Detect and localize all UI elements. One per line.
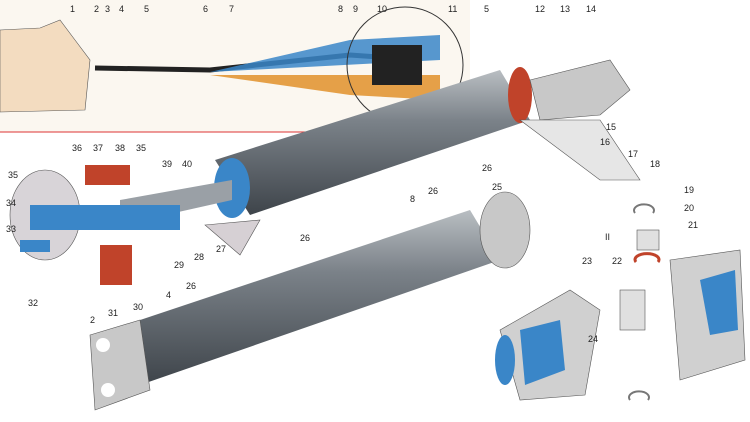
callout-label: II bbox=[605, 232, 610, 242]
callout-label: 4 bbox=[166, 290, 171, 300]
callout-label: 25 bbox=[492, 182, 502, 192]
callout-label: 14 bbox=[586, 4, 596, 14]
callout-label: 5 bbox=[484, 4, 489, 14]
callout-label: 7 bbox=[229, 4, 234, 14]
callout-label: 12 bbox=[535, 4, 545, 14]
front-coupling bbox=[9, 165, 180, 285]
callout-label: 26 bbox=[482, 163, 492, 173]
joint-detail bbox=[372, 45, 422, 85]
callout-label: 15 bbox=[606, 122, 616, 132]
callout-label: 21 bbox=[688, 220, 698, 230]
callout-label: 26 bbox=[428, 186, 438, 196]
callout-label: 32 bbox=[28, 298, 38, 308]
callout-label: 28 bbox=[194, 252, 204, 262]
callout-label: 35 bbox=[136, 143, 146, 153]
callout-label: 5 bbox=[144, 4, 149, 14]
car-body-outline bbox=[0, 19, 91, 113]
callout-label: 35 bbox=[8, 170, 18, 180]
callout-label: 8 bbox=[338, 4, 343, 14]
rear-shaft bbox=[89, 191, 531, 411]
callout-label: 4 bbox=[119, 4, 124, 14]
callout-label: 9 bbox=[353, 4, 358, 14]
callout-label: 20 bbox=[684, 203, 694, 213]
callout-label: 24 bbox=[588, 334, 598, 344]
callout-label: 33 bbox=[6, 224, 16, 234]
callout-label: 26 bbox=[300, 233, 310, 243]
callout-label: 40 bbox=[182, 159, 192, 169]
callout-label: 34 bbox=[6, 198, 16, 208]
callout-label: 27 bbox=[216, 244, 226, 254]
callout-label: 17 bbox=[628, 149, 638, 159]
callout-label: 13 bbox=[560, 4, 570, 14]
callout-label: 2 bbox=[90, 315, 95, 325]
inset-overview bbox=[0, 0, 470, 133]
callout-label: 1 bbox=[70, 4, 75, 14]
callout-label: 18 bbox=[650, 159, 660, 169]
callout-label: 31 bbox=[108, 308, 118, 318]
callout-label: 26 bbox=[186, 281, 196, 291]
callout-label: 2 bbox=[94, 4, 99, 14]
callout-label: 22 bbox=[612, 256, 622, 266]
callout-label: 30 bbox=[133, 302, 143, 312]
callout-label: 23 bbox=[582, 256, 592, 266]
callout-label: 19 bbox=[684, 185, 694, 195]
callout-label: 29 bbox=[174, 260, 184, 270]
callout-label: 11 bbox=[448, 4, 457, 14]
callout-label: 3 bbox=[105, 4, 110, 14]
callout-label: 38 bbox=[115, 143, 125, 153]
callout-label: 8 bbox=[410, 194, 415, 204]
callout-label: 37 bbox=[93, 143, 103, 153]
callout-label: 39 bbox=[162, 159, 172, 169]
callout-label: 10 bbox=[377, 4, 387, 14]
callout-label: 16 bbox=[600, 137, 610, 147]
universal-joint-exploded bbox=[495, 203, 746, 401]
callout-label: 36 bbox=[72, 143, 82, 153]
callout-label: 6 bbox=[203, 4, 208, 14]
